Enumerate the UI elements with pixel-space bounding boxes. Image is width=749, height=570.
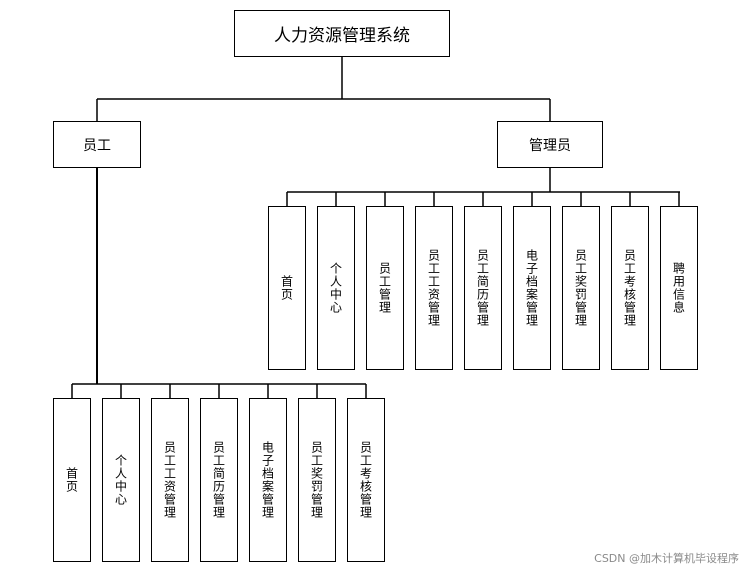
admin-child-label: 首页	[279, 275, 294, 301]
admin-child-label: 员工奖罚管理	[573, 249, 588, 327]
cropped-top-text	[48, 0, 258, 3]
admin-child-node: 员工工资管理	[415, 206, 453, 370]
admin-child-node: 电子档案管理	[513, 206, 551, 370]
employee-child-node: 首页	[53, 398, 91, 562]
admin-child-label: 员工工资管理	[426, 249, 441, 327]
admin-child-label: 员工管理	[377, 262, 392, 314]
admin-label: 管理员	[529, 137, 571, 154]
admin-child-connectors	[286, 192, 680, 206]
employee-child-label: 电子档案管理	[260, 441, 275, 519]
employee-child-node: 电子档案管理	[249, 398, 287, 562]
employee-child-label: 首页	[64, 467, 79, 493]
admin-child-label: 个人中心	[328, 262, 343, 314]
employee-label: 员工	[83, 137, 111, 154]
root-node: 人力资源管理系统	[234, 10, 450, 57]
watermark: CSDN @加木计算机毕设程序	[594, 552, 739, 565]
admin-child-label: 聘用信息	[671, 262, 686, 314]
employee-child-node: 员工考核管理	[347, 398, 385, 562]
admin-child-node: 聘用信息	[660, 206, 698, 370]
employee-child-label: 员工考核管理	[358, 441, 373, 519]
employee-child-label: 个人中心	[113, 454, 128, 506]
admin-child-node: 员工考核管理	[611, 206, 649, 370]
admin-node: 管理员	[497, 121, 603, 168]
admin-child-node: 员工奖罚管理	[562, 206, 600, 370]
admin-child-label: 员工考核管理	[622, 249, 637, 327]
employee-child-node: 员工简历管理	[200, 398, 238, 562]
employee-child-node: 个人中心	[102, 398, 140, 562]
admin-child-label: 电子档案管理	[524, 249, 539, 327]
employee-child-label: 员工奖罚管理	[309, 441, 324, 519]
root-label: 人力资源管理系统	[274, 26, 410, 46]
admin-child-node: 首页	[268, 206, 306, 370]
admin-child-node: 员工管理	[366, 206, 404, 370]
employee-child-connectors	[71, 384, 367, 398]
employee-child-node: 员工奖罚管理	[298, 398, 336, 562]
employee-child-node: 员工工资管理	[151, 398, 189, 562]
employee-node: 员工	[53, 121, 141, 168]
admin-child-label: 员工简历管理	[475, 249, 490, 327]
admin-child-node: 员工简历管理	[464, 206, 502, 370]
admin-child-node: 个人中心	[317, 206, 355, 370]
employee-child-label: 员工工资管理	[162, 441, 177, 519]
employee-child-label: 员工简历管理	[211, 441, 226, 519]
